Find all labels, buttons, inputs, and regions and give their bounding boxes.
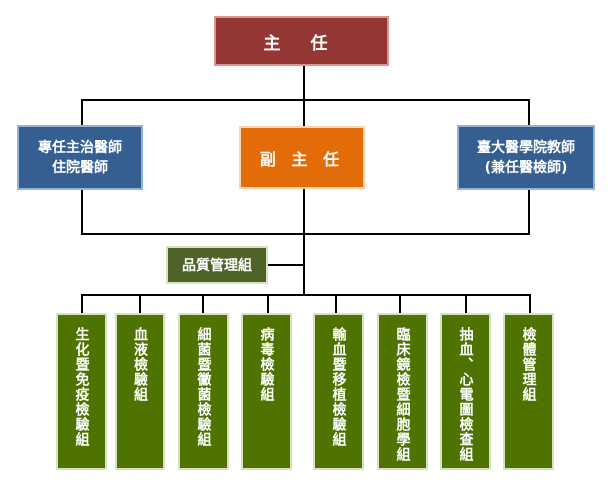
division-label: 檢體管理組 (520, 327, 537, 402)
division-label: 抽血、心電圖檢查組 (457, 327, 474, 462)
director-box: 主 任 (214, 16, 389, 66)
connector-center-vertical (303, 99, 305, 295)
director-label: 主 任 (263, 33, 340, 54)
division-box: 抽血、心電圖檢查組 (440, 313, 491, 470)
division-box: 檢體管理組 (503, 313, 554, 470)
deputy-director-label: 副 主 任 (259, 149, 345, 169)
connector-bottom-horizontal (81, 294, 531, 296)
attending-line-1: 專任主治醫師 (38, 139, 122, 156)
division-box: 生化暨免疫檢驗組 (56, 313, 107, 470)
connector-div-5 (335, 294, 337, 314)
division-box: 血液檢驗組 (115, 313, 165, 470)
connector-div-4 (267, 294, 269, 314)
attending-line-2: 住院醫師 (52, 159, 108, 176)
division-box: 細菌暨黴菌檢驗組 (178, 313, 229, 470)
division-label: 病毒檢驗組 (258, 327, 275, 402)
quality-management-label: 品質管理組 (182, 258, 252, 274)
division-box: 輸血暨移植檢驗組 (313, 313, 364, 470)
division-box: 病毒檢驗組 (241, 313, 292, 470)
ntu-line-2: (兼任醫檢師) (484, 159, 568, 176)
division-label: 細菌暨黴菌檢驗組 (195, 327, 212, 447)
attending-physicians-box: 專任主治醫師 住院醫師 (17, 125, 143, 190)
connector-div-1 (81, 294, 83, 314)
division-box: 臨床鏡檢暨細胞學組 (377, 313, 428, 470)
deputy-director-box: 副 主 任 (239, 126, 365, 189)
ntu-faculty-box: 臺大醫學院教師 (兼任醫檢師) (457, 125, 595, 190)
connector-div-3 (202, 294, 204, 314)
division-label: 血液檢驗組 (132, 327, 148, 402)
quality-management-box: 品質管理組 (166, 246, 268, 284)
connector-top-horizontal (81, 99, 530, 101)
connector-div-6 (399, 294, 401, 314)
division-label: 臨床鏡檢暨細胞學組 (394, 327, 411, 462)
connector-div-2 (139, 294, 141, 314)
ntu-line-1: 臺大醫學院教師 (477, 139, 575, 156)
division-label: 生化暨免疫檢驗組 (73, 327, 90, 447)
division-label: 輸血暨移植檢驗組 (330, 327, 347, 447)
connector-qm (268, 264, 304, 266)
connector-div-7 (465, 294, 467, 314)
connector-director-down (303, 66, 305, 101)
connector-mid-horizontal (81, 233, 530, 235)
connector-div-8 (529, 294, 531, 314)
